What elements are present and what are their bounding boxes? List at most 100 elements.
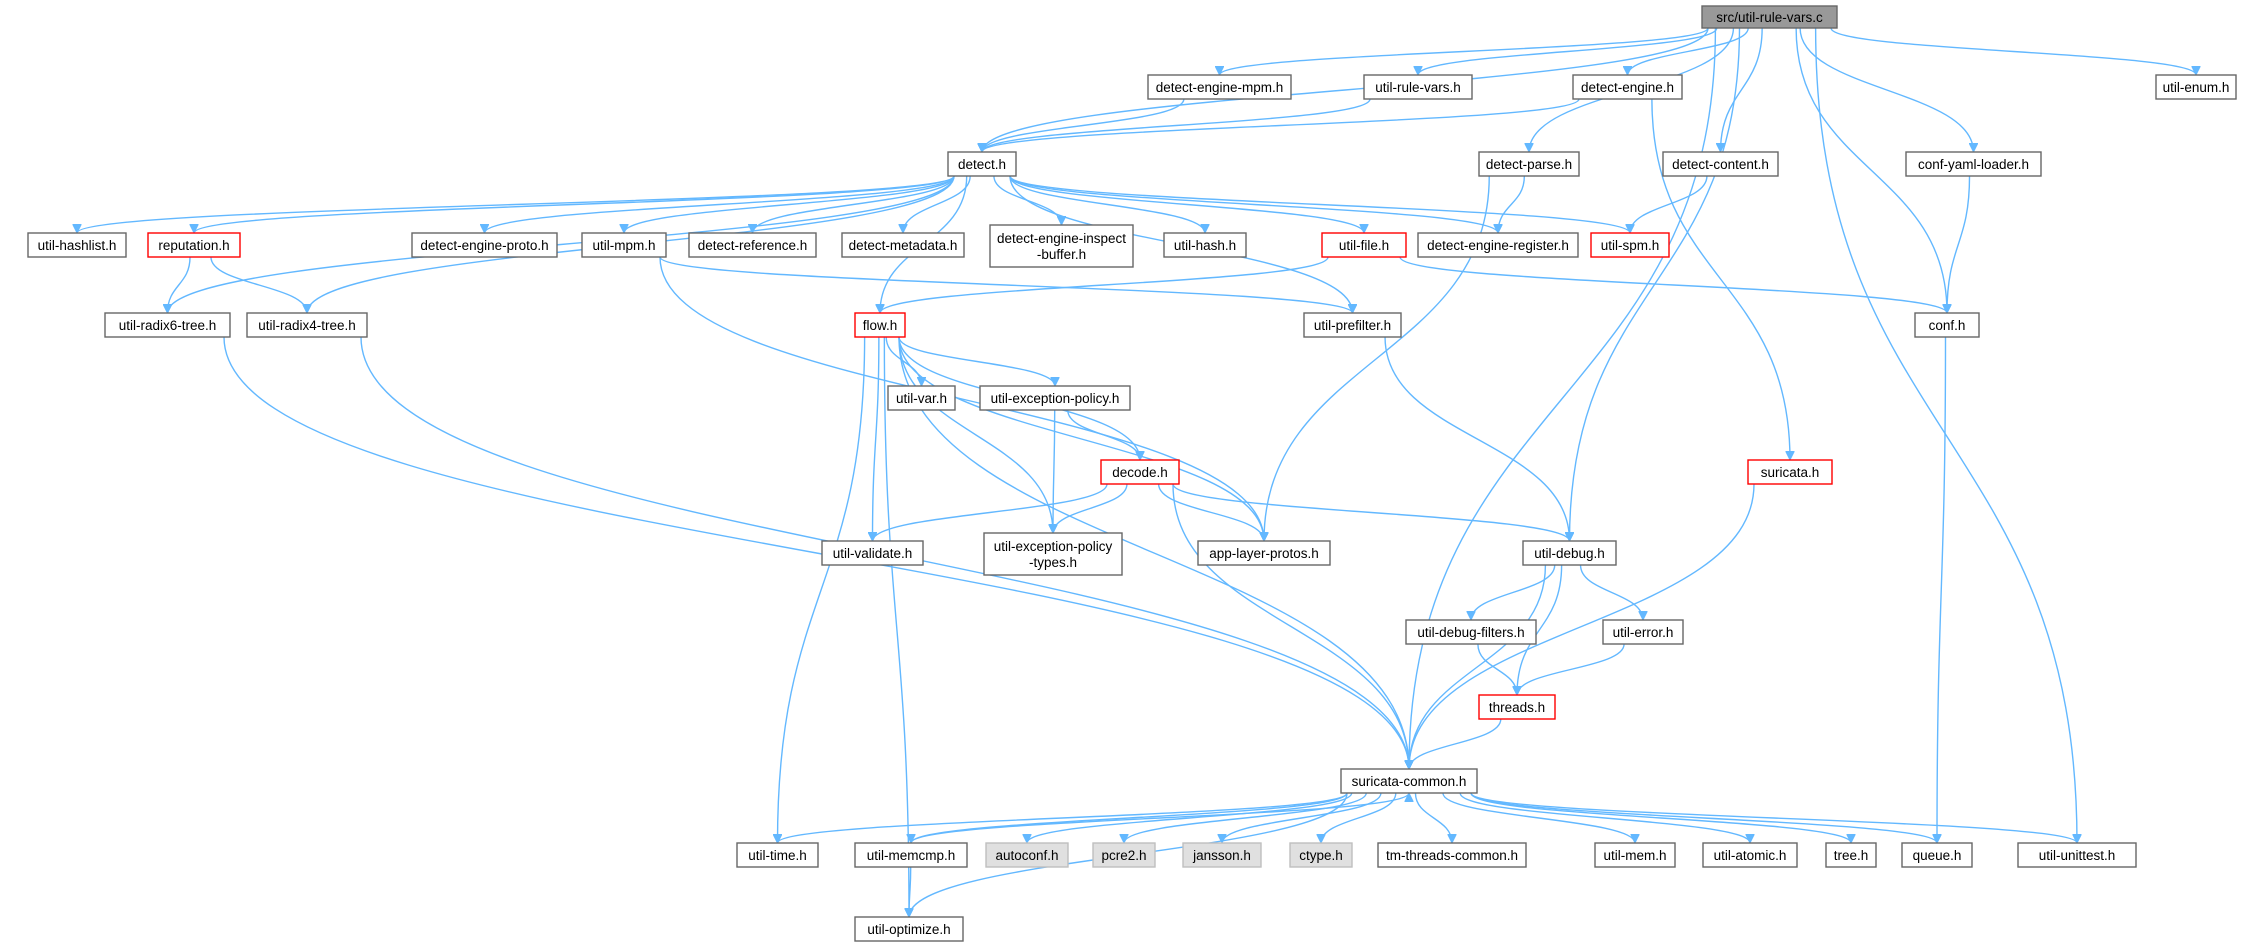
node-detect-metadata[interactable]: detect-metadata.h	[841, 232, 965, 258]
node-box-root[interactable]	[1701, 5, 1838, 29]
node-util-validate[interactable]: util-validate.h	[821, 540, 924, 566]
node-util-atomic[interactable]: util-atomic.h	[1702, 842, 1798, 868]
node-util-optimize[interactable]: util-optimize.h	[854, 916, 964, 942]
node-util-mem[interactable]: util-mem.h	[1594, 842, 1676, 868]
node-detect-engine-inspect-buffer[interactable]: detect-engine-inspect-buffer.h	[989, 224, 1134, 268]
node-util-hashlist[interactable]: util-hashlist.h	[27, 232, 127, 258]
node-box-tree[interactable]	[1825, 842, 1877, 868]
node-box-ctype[interactable]	[1289, 842, 1353, 868]
node-pcre2[interactable]: pcre2.h	[1092, 842, 1156, 868]
node-util-exception-policy-types[interactable]: util-exception-policy-types.h	[983, 532, 1123, 576]
node-util-debug-filters[interactable]: util-debug-filters.h	[1405, 619, 1537, 645]
node-util-spm[interactable]: util-spm.h	[1590, 232, 1670, 258]
node-util-mpm[interactable]: util-mpm.h	[581, 232, 667, 258]
node-detect-reference[interactable]: detect-reference.h	[688, 232, 817, 258]
node-box-util-prefilter[interactable]	[1303, 312, 1402, 338]
node-util-unittest[interactable]: util-unittest.h	[2017, 842, 2137, 868]
node-threads[interactable]: threads.h	[1478, 694, 1556, 720]
node-box-conf-yaml-loader[interactable]	[1905, 151, 2042, 177]
node-util-file[interactable]: util-file.h	[1321, 232, 1407, 258]
node-suricata[interactable]: suricata.h	[1747, 459, 1833, 485]
node-box-detect-engine-mpm[interactable]	[1147, 74, 1292, 100]
node-box-tm-threads-common[interactable]	[1377, 842, 1527, 868]
node-box-flow[interactable]	[854, 312, 906, 338]
node-box-detect[interactable]	[947, 151, 1017, 177]
node-autoconf[interactable]: autoconf.h	[985, 842, 1069, 868]
node-util-memcmp[interactable]: util-memcmp.h	[854, 842, 968, 868]
node-detect-engine-mpm[interactable]: detect-engine-mpm.h	[1147, 74, 1292, 100]
node-box-util-memcmp[interactable]	[854, 842, 968, 868]
node-box-reputation[interactable]	[147, 232, 241, 258]
node-box-util-spm[interactable]	[1590, 232, 1670, 258]
node-reputation[interactable]: reputation.h	[147, 232, 241, 258]
node-util-var[interactable]: util-var.h	[887, 385, 956, 411]
node-detect-engine[interactable]: detect-engine.h	[1572, 74, 1683, 100]
node-box-util-atomic[interactable]	[1702, 842, 1798, 868]
node-box-util-rule-vars[interactable]	[1363, 74, 1473, 100]
node-util-error[interactable]: util-error.h	[1602, 619, 1684, 645]
node-box-util-hash[interactable]	[1163, 232, 1247, 258]
node-util-hash[interactable]: util-hash.h	[1163, 232, 1247, 258]
node-util-prefilter[interactable]: util-prefilter.h	[1303, 312, 1402, 338]
node-box-util-var[interactable]	[887, 385, 956, 411]
node-box-detect-metadata[interactable]	[841, 232, 965, 258]
node-detect-parse[interactable]: detect-parse.h	[1478, 151, 1580, 177]
node-tm-threads-common[interactable]: tm-threads-common.h	[1377, 842, 1527, 868]
node-box-util-exception-policy[interactable]	[979, 385, 1131, 411]
node-box-detect-engine-proto[interactable]	[411, 232, 558, 258]
node-jansson[interactable]: jansson.h	[1182, 842, 1262, 868]
node-box-decode[interactable]	[1100, 459, 1180, 485]
node-queue[interactable]: queue.h	[1901, 842, 1973, 868]
node-util-radix4-tree[interactable]: util-radix4-tree.h	[246, 312, 368, 338]
node-detect-engine-proto[interactable]: detect-engine-proto.h	[411, 232, 558, 258]
node-box-pcre2[interactable]	[1092, 842, 1156, 868]
node-suricata-common[interactable]: suricata-common.h	[1340, 768, 1478, 794]
node-box-util-radix4-tree[interactable]	[246, 312, 368, 338]
node-detect-engine-register[interactable]: detect-engine-register.h	[1417, 232, 1579, 258]
node-util-rule-vars[interactable]: util-rule-vars.h	[1363, 74, 1473, 100]
node-util-exception-policy[interactable]: util-exception-policy.h	[979, 385, 1131, 411]
node-detect-content[interactable]: detect-content.h	[1662, 151, 1779, 177]
node-box-util-file[interactable]	[1321, 232, 1407, 258]
node-box-util-optimize[interactable]	[854, 916, 964, 942]
node-box-util-error[interactable]	[1602, 619, 1684, 645]
node-box-util-time[interactable]	[736, 842, 819, 868]
node-conf-yaml-loader[interactable]: conf-yaml-loader.h	[1905, 151, 2042, 177]
node-box-threads[interactable]	[1478, 694, 1556, 720]
node-box-util-mem[interactable]	[1594, 842, 1676, 868]
node-box-detect-engine[interactable]	[1572, 74, 1683, 100]
node-util-time[interactable]: util-time.h	[736, 842, 819, 868]
node-box-queue[interactable]	[1901, 842, 1973, 868]
node-box-util-unittest[interactable]	[2017, 842, 2137, 868]
node-box-detect-reference[interactable]	[688, 232, 817, 258]
node-box-detect-engine-register[interactable]	[1417, 232, 1579, 258]
node-box-app-layer-protos[interactable]	[1197, 540, 1331, 566]
node-box-util-validate[interactable]	[821, 540, 924, 566]
node-decode[interactable]: decode.h	[1100, 459, 1180, 485]
node-box-util-debug[interactable]	[1522, 540, 1617, 566]
node-util-radix6-tree[interactable]: util-radix6-tree.h	[104, 312, 231, 338]
node-util-enum[interactable]: util-enum.h	[2155, 74, 2237, 100]
node-app-layer-protos[interactable]: app-layer-protos.h	[1197, 540, 1331, 566]
node-box-suricata[interactable]	[1747, 459, 1833, 485]
node-box-detect-engine-inspect-buffer[interactable]	[989, 224, 1134, 268]
node-box-util-enum[interactable]	[2155, 74, 2237, 100]
node-detect[interactable]: detect.h	[947, 151, 1017, 177]
node-root[interactable]: src/util-rule-vars.c	[1701, 5, 1838, 29]
node-box-util-exception-policy-types[interactable]	[983, 532, 1123, 576]
node-util-debug[interactable]: util-debug.h	[1522, 540, 1617, 566]
node-box-autoconf[interactable]	[985, 842, 1069, 868]
node-box-detect-content[interactable]	[1662, 151, 1779, 177]
node-box-suricata-common[interactable]	[1340, 768, 1478, 794]
node-box-jansson[interactable]	[1182, 842, 1262, 868]
node-tree[interactable]: tree.h	[1825, 842, 1877, 868]
node-ctype[interactable]: ctype.h	[1289, 842, 1353, 868]
node-box-detect-parse[interactable]	[1478, 151, 1580, 177]
node-box-util-radix6-tree[interactable]	[104, 312, 231, 338]
node-flow[interactable]: flow.h	[854, 312, 906, 338]
node-box-util-debug-filters[interactable]	[1405, 619, 1537, 645]
node-box-conf[interactable]	[1914, 312, 1980, 338]
node-box-util-hashlist[interactable]	[27, 232, 127, 258]
node-conf[interactable]: conf.h	[1914, 312, 1980, 338]
node-box-util-mpm[interactable]	[581, 232, 667, 258]
